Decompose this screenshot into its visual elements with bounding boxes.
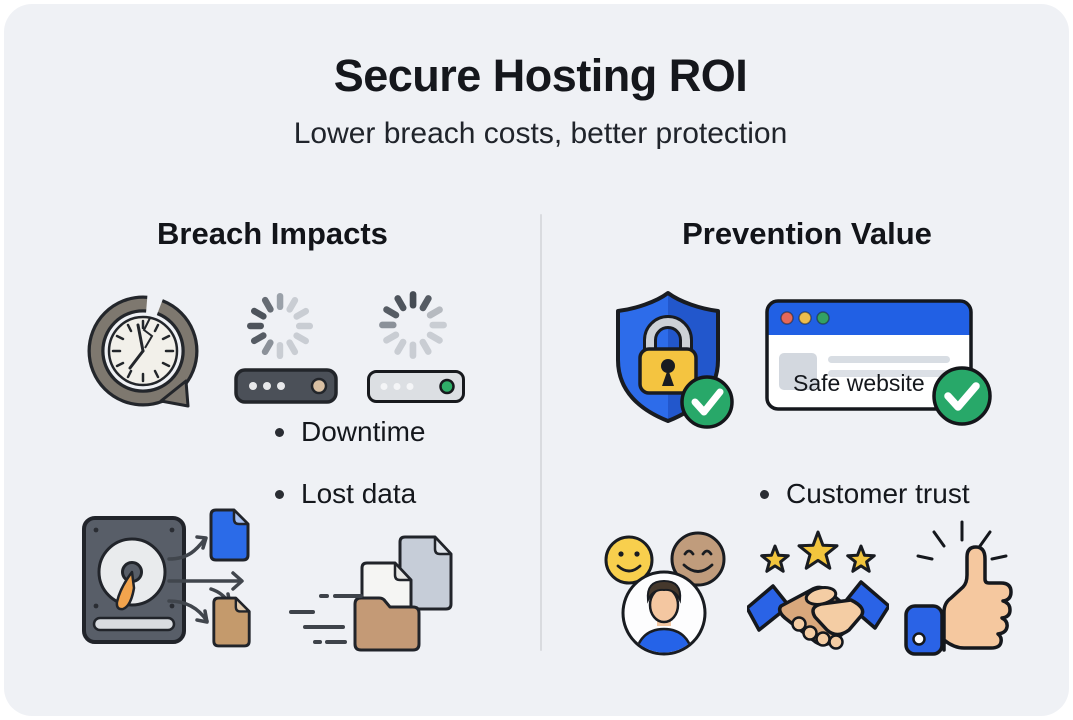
- column-divider: [540, 214, 542, 651]
- bullet-label: Downtime: [301, 416, 426, 447]
- shield-lock-check-icon: [616, 291, 734, 429]
- bullet-downtime: Downtime: [275, 414, 425, 450]
- document-tan-icon: [212, 596, 251, 648]
- bullet-dot: [760, 489, 769, 499]
- bullet-customer-trust: Customer trust: [760, 476, 970, 512]
- bullet-label: Lost data: [301, 478, 417, 509]
- left-column-heading: Breach Impacts: [157, 216, 388, 251]
- bullet-lost-data: Lost data: [275, 476, 416, 512]
- page-subtitle: Lower breach costs, better protection: [293, 117, 788, 150]
- page-title: Secure Hosting ROI: [333, 50, 748, 101]
- handshake-stars-icon: [747, 530, 889, 650]
- server-offline-icon: [234, 368, 338, 404]
- hard-drive-icon: [82, 516, 186, 644]
- bullet-dot: [275, 489, 284, 499]
- server-online-icon: [367, 370, 465, 403]
- safe-browser-icon: [765, 299, 973, 411]
- check-badge-icon: [932, 366, 992, 426]
- document-blue-icon: [209, 508, 250, 562]
- loading-spinner-icon: [247, 293, 313, 359]
- infographic-card: Secure Hosting ROI Lower breach costs, b…: [4, 4, 1069, 716]
- broken-clock-icon: [87, 288, 199, 408]
- flying-documents-icon: [289, 535, 453, 652]
- safe-website-label: Safe website: [793, 370, 925, 396]
- bullet-dot: [275, 427, 284, 437]
- happy-customers-icon: [604, 531, 726, 656]
- bullet-label: Customer trust: [786, 478, 970, 509]
- thumbs-up-icon: [904, 520, 1013, 656]
- right-column-heading: Prevention Value: [682, 216, 932, 251]
- loading-spinner-icon: [379, 291, 447, 359]
